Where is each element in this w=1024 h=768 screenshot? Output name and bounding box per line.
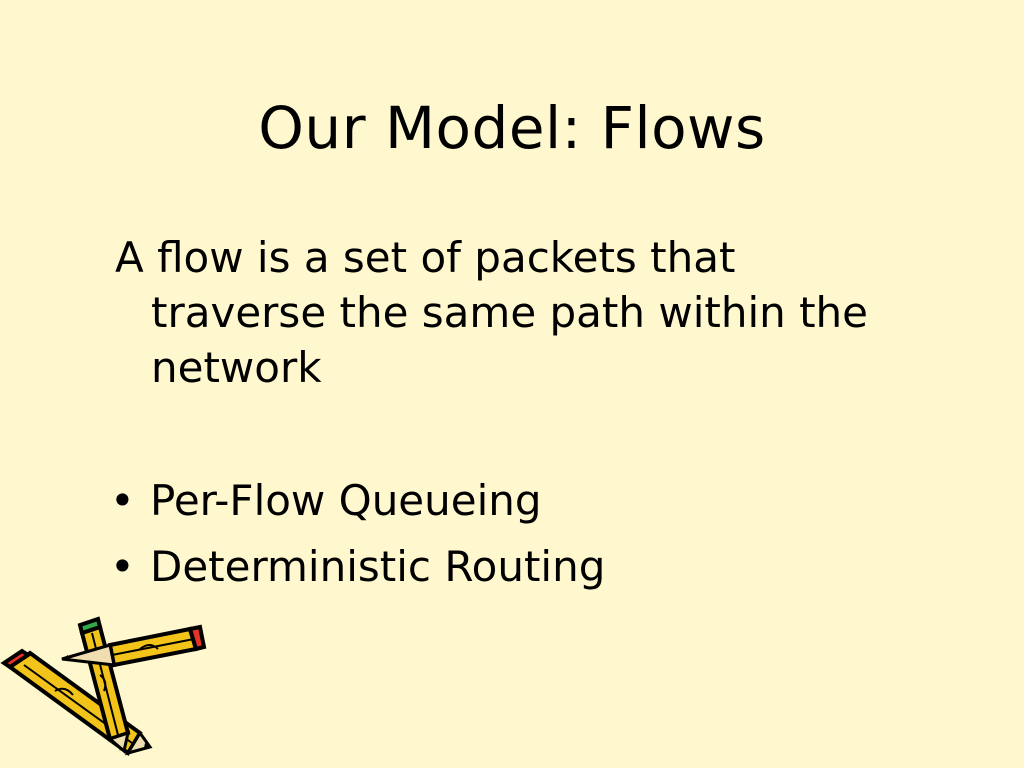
list-item: • Per-Flow Queueing — [110, 468, 930, 534]
paragraph-line: A flow is a set of packets that — [115, 233, 736, 282]
bullet-point: • — [110, 542, 135, 591]
list-item-text: Per-Flow Queueing — [150, 476, 542, 525]
crossed-pencils-icon — [0, 616, 207, 756]
list-item: • Deterministic Routing — [110, 534, 930, 600]
page-title: Our Model: Flows — [258, 94, 766, 162]
flow-definition-paragraph: A flow is a set of packets that traverse… — [115, 230, 915, 395]
paragraph-line: traverse the same path within the — [151, 288, 869, 337]
pencil-icon — [61, 624, 207, 668]
paragraph-line: network — [151, 343, 322, 392]
bullet-point: • — [110, 476, 135, 525]
bullet-list: • Per-Flow Queueing • Deterministic Rout… — [110, 468, 930, 600]
list-item-text: Deterministic Routing — [150, 542, 606, 591]
